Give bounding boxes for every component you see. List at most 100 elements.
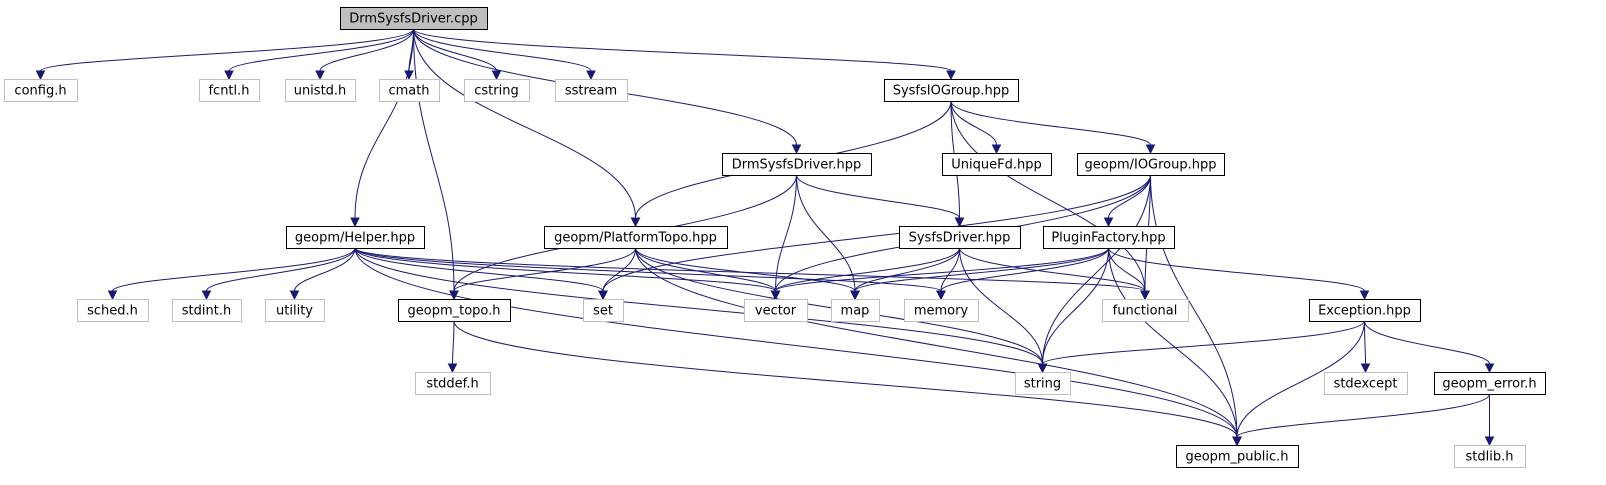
node-cstring: cstring (464, 79, 530, 102)
node-label: SysfsIOGroup.hpp (893, 84, 1010, 99)
node-fcntl: fcntl.h (199, 79, 260, 102)
node-box (1324, 372, 1408, 395)
node-gpublic[interactable]: geopm_public.h (1176, 445, 1299, 468)
arrowhead-root-to-sysfsio (946, 70, 956, 81)
node-sstream: sstream (555, 79, 628, 102)
edge-plugin-to-vector (775, 247, 1109, 292)
node-label: vector (755, 304, 797, 319)
edge-ptopo-to-vector (635, 247, 776, 292)
node-box (265, 299, 325, 322)
node-label: sstream (565, 84, 617, 99)
edge-root-to-unistd (319, 28, 414, 72)
edge-ptopo-to-set (602, 247, 636, 292)
node-box (286, 226, 425, 249)
node-config: config.h (4, 79, 78, 102)
arrowhead-gerror-to-gpublic (1232, 436, 1242, 447)
node-drmhpp[interactable]: DrmSysfsDriver.hpp (722, 153, 872, 176)
node-sysfsio[interactable]: SysfsIOGroup.hpp (884, 79, 1019, 102)
node-box (1434, 372, 1546, 395)
edge-exception-to-gpublic (1236, 320, 1365, 438)
edge-sysfsdrv-to-map (854, 247, 960, 292)
node-label: memory (914, 304, 969, 319)
edge-sysfsdrv-to-string (959, 247, 1043, 365)
node-box (1454, 445, 1526, 468)
node-sysfsdrv[interactable]: SysfsDriver.hpp (899, 226, 1021, 249)
edge-plugin-to-exception (1108, 247, 1365, 292)
edge-root-to-helper (354, 28, 414, 219)
arrowhead-plugin-to-memory (936, 290, 946, 301)
node-exception[interactable]: Exception.hpp (1309, 299, 1421, 322)
node-box (172, 299, 242, 322)
node-box (340, 7, 488, 30)
arrowhead-gtopo-to-stddef (447, 363, 458, 374)
node-box (464, 79, 530, 102)
node-box (379, 79, 440, 102)
arrowhead-plugin-to-exception (1359, 290, 1370, 301)
node-box (583, 299, 624, 322)
node-box (555, 79, 628, 102)
node-box (1102, 299, 1189, 322)
node-uniquefd[interactable]: UniqueFd.hpp (942, 153, 1052, 176)
node-label: stdexcept (1334, 377, 1398, 392)
node-label: SysfsDriver.hpp (909, 231, 1011, 246)
node-box (831, 299, 880, 322)
edge-plugin-to-functional (1108, 247, 1146, 292)
edge-gerror-to-gpublic (1236, 393, 1490, 438)
edge-helper-to-utility (294, 247, 356, 292)
node-ptopo[interactable]: geopm/PlatformTopo.hpp (544, 226, 728, 249)
node-cmath: cmath (379, 79, 440, 102)
node-box (904, 299, 979, 322)
node-sched: sched.h (77, 299, 149, 322)
node-plugin[interactable]: PluginFactory.hpp (1043, 226, 1175, 249)
node-gtopo[interactable]: geopm_topo.h (398, 299, 511, 322)
node-stdint: stdint.h (172, 299, 242, 322)
node-gerror[interactable]: geopm_error.h (1434, 372, 1546, 395)
edge-ptopo-to-gpublic (635, 247, 1238, 438)
node-box (4, 79, 78, 102)
node-label: geopm_error.h (1442, 377, 1536, 392)
node-label: geopm_topo.h (407, 304, 500, 319)
edge-helper-to-memory (354, 247, 942, 292)
edge-drmhpp-to-map (796, 174, 856, 292)
node-box (899, 226, 1021, 249)
edge-drmhpp-to-sysfsdrv (796, 174, 960, 219)
node-label: geopm_public.h (1185, 450, 1288, 465)
arrowhead-plugin-to-vector (770, 290, 781, 301)
arrowhead-drmhpp-to-sysfsdrv (954, 217, 965, 228)
edge-sysfsdrv-to-functional (959, 247, 1146, 292)
node-label: sched.h (87, 304, 138, 319)
arrowhead-root-to-drmhpp (791, 144, 802, 155)
node-root[interactable]: DrmSysfsDriver.cpp (340, 7, 488, 30)
node-label: unistd.h (294, 84, 347, 99)
edge-iogroup-to-string (1042, 174, 1151, 365)
edge-ptopo-to-gtopo (453, 247, 636, 292)
arrowhead-exception-to-gerror (1484, 363, 1495, 374)
node-utility: utility (265, 299, 325, 322)
node-box (544, 226, 728, 249)
edge-helper-to-sched (112, 247, 356, 292)
node-iogroup[interactable]: geopm/IOGroup.hpp (1077, 153, 1225, 176)
node-label: string (1024, 377, 1061, 392)
arrowhead-root-to-fcntl (224, 70, 234, 81)
node-label: set (593, 304, 613, 319)
edge-iogroup-to-gpublic (1150, 174, 1238, 438)
arrowhead-helper-to-stdint (201, 290, 212, 301)
arrowhead-sysfsio-to-iogroup (1145, 144, 1156, 155)
edge-ptopo-to-map (635, 247, 856, 292)
edge-root-to-ptopo (413, 28, 636, 219)
node-box (744, 299, 808, 322)
node-label: cstring (474, 84, 518, 99)
arrowhead-sysfsio-to-ptopo (630, 217, 641, 228)
edge-helper-to-set (354, 247, 604, 292)
node-box (1015, 372, 1071, 395)
node-string: string (1015, 372, 1071, 395)
edge-root-to-config (40, 28, 414, 72)
edge-helper-to-gpublic (354, 247, 1238, 438)
arrowhead-root-to-sstream (586, 70, 596, 81)
node-box (285, 79, 356, 102)
node-label: PluginFactory.hpp (1051, 231, 1165, 246)
node-label: DrmSysfsDriver.hpp (732, 158, 862, 173)
node-box (1176, 445, 1299, 468)
node-functional: functional (1102, 299, 1189, 322)
node-helper[interactable]: geopm/Helper.hpp (286, 226, 425, 249)
